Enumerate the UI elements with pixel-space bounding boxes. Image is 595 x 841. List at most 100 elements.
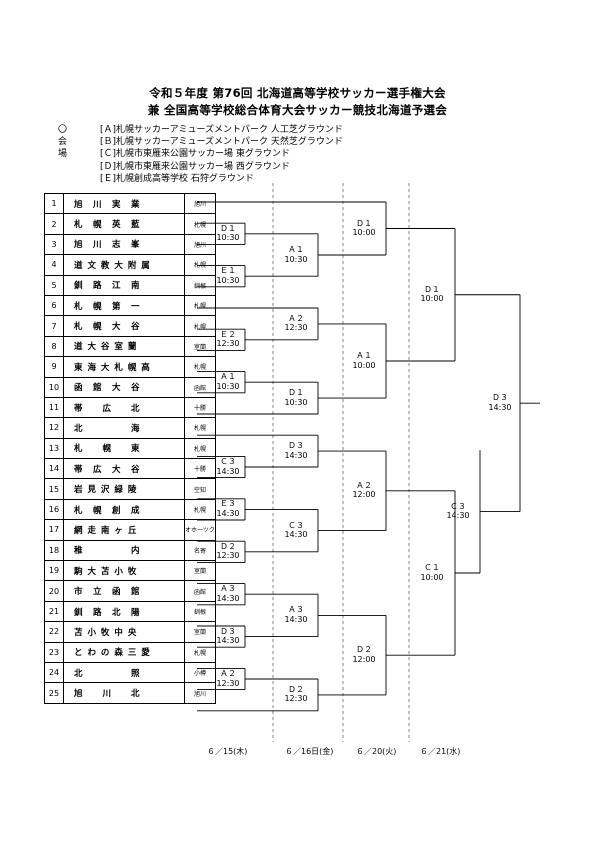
- venue-item-b: [Ｂ]札幌サッカーアミューズメントパーク 天然芝グラウンド: [100, 137, 343, 148]
- team-region: 札幌: [184, 315, 216, 337]
- match-time: 10:00: [420, 294, 444, 304]
- match-code: Ａ２: [356, 480, 372, 490]
- match-time: 12:30: [216, 339, 240, 349]
- match-time: 10:00: [352, 360, 376, 370]
- match-code: Ｅ２: [220, 329, 236, 339]
- match-time: 12:30: [216, 678, 240, 688]
- match-time: 10:00: [420, 572, 444, 582]
- match-code: Ｄ３: [492, 393, 508, 403]
- date-round-4: ６／21(水): [420, 747, 461, 756]
- match-code: Ａ３: [288, 605, 304, 615]
- date-round-1: ６／15(木): [207, 747, 248, 756]
- venue-item-c: [Ｃ]札幌市東雁来公園サッカー場 東グラウンド: [100, 149, 290, 160]
- match-time: 14:30: [284, 530, 308, 540]
- bracket-lines: [197, 201, 540, 712]
- date-round-2: ６／16日(金): [285, 747, 334, 756]
- match-time: 12:00: [352, 654, 376, 664]
- match-code: Ｅ１: [220, 266, 236, 276]
- match-time: 14:30: [216, 593, 240, 603]
- match-code: Ａ１: [220, 372, 236, 382]
- match-time: 14:30: [488, 402, 512, 412]
- match-time: 10:30: [284, 397, 308, 407]
- venue-item-d: [Ｄ]札幌市東雁来公園サッカー場 西グラウンド: [100, 161, 290, 172]
- match-code: Ａ２: [220, 669, 236, 678]
- match-time: 14:30: [284, 450, 308, 460]
- team-region: 札幌: [184, 498, 216, 521]
- tournament-title: 令和５年度 第76回 北海道高等学校サッカー選手権大会: [149, 86, 446, 100]
- match-time: 14:30: [216, 466, 240, 476]
- venue-label: 〇会場: [58, 125, 68, 160]
- match-code: Ｄ１: [220, 223, 236, 233]
- match-code: Ｄ１: [356, 218, 372, 228]
- team-name: 旭 川 北: [63, 682, 185, 704]
- match-time: 12:30: [284, 323, 308, 333]
- tournament-subtitle: 兼 全国高等学校総合体育大会サッカー競技北海道予選会: [147, 103, 448, 117]
- date-round-3: ６／20(火): [356, 747, 397, 756]
- match-code: Ｄ２: [356, 645, 372, 655]
- match-time: 10:30: [216, 275, 240, 285]
- match-code: Ｄ２: [288, 684, 304, 694]
- match-time: 14:30: [216, 636, 240, 646]
- match-code: Ｄ３: [288, 441, 304, 451]
- match-code: Ａ３: [220, 584, 236, 594]
- match-code: Ｃ３: [288, 520, 304, 530]
- venue-item-e: [Ｅ]札幌創成高等学校 石狩グラウンド: [100, 173, 254, 184]
- match-time: 12:00: [352, 490, 376, 500]
- team-region: 札幌: [184, 437, 216, 460]
- venue-list: [Ａ]札幌サッカーアミューズメントパーク 人工芝グラウンド [Ｂ]札幌サッカーア…: [100, 124, 343, 185]
- match-time: 10:30: [284, 254, 308, 264]
- match-time: 14:30: [216, 508, 240, 518]
- match-code: Ｄ２: [220, 541, 236, 551]
- match-time: 10:30: [216, 381, 240, 391]
- match-code: Ａ２: [288, 313, 304, 323]
- match-time: 14:30: [446, 511, 470, 521]
- match-code: Ｄ３: [220, 626, 236, 636]
- match-code: Ｄ１: [288, 388, 304, 398]
- match-time: 14:30: [284, 614, 308, 624]
- match-time: 10:00: [352, 228, 376, 237]
- match-code: Ｃ３: [220, 457, 236, 466]
- match-time: 12:30: [284, 694, 308, 704]
- team-region: 旭川: [184, 682, 216, 704]
- match-code: Ｃ１: [424, 563, 440, 572]
- match-code: Ａ１: [288, 245, 304, 254]
- match-code: Ｃ３: [450, 501, 466, 511]
- match-time: 10:30: [216, 233, 240, 243]
- match-time: 12:30: [216, 551, 240, 561]
